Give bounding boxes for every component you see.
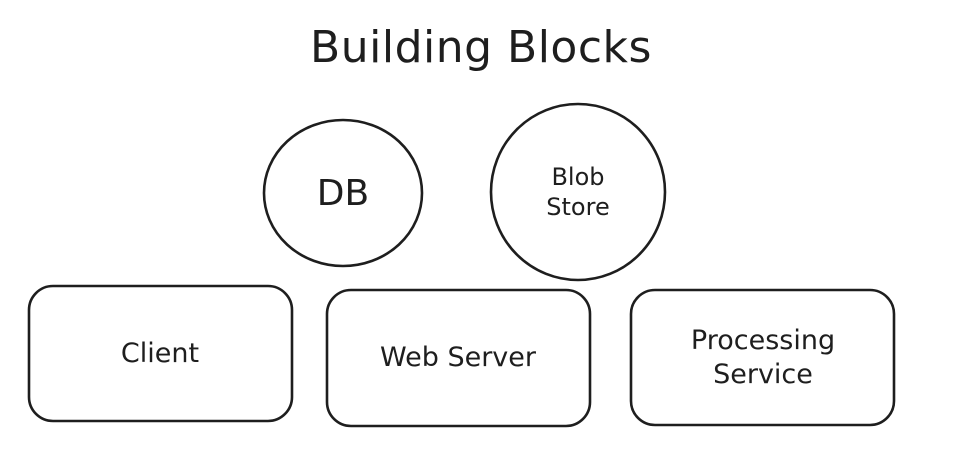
blob-store-label-line2: Store: [546, 193, 610, 221]
db-label-text: DB: [316, 172, 370, 214]
processing-service-node-label: Processing Service: [631, 290, 895, 426]
web-server-label-text: Web Server: [380, 342, 536, 374]
web-server-node-label: Web Server: [326, 290, 590, 426]
db-node-shape[interactable]: [262, 118, 424, 268]
blob-store-node-shape[interactable]: [489, 102, 667, 282]
client-node-shape[interactable]: [27, 284, 294, 423]
diagram-title: Building Blocks: [310, 22, 652, 73]
client-node-label: Client: [28, 286, 292, 422]
processing-service-label-line2: Service: [713, 359, 813, 390]
db-node-label: DB: [264, 120, 422, 266]
blob-store-label-line1: Blob: [551, 163, 605, 191]
blob-store-node-label: Blob Store: [490, 104, 666, 280]
processing-service-node-shape[interactable]: [629, 288, 896, 427]
client-label-text: Client: [120, 338, 200, 370]
processing-service-label-line1: Processing: [690, 325, 836, 357]
web-server-node-shape[interactable]: [325, 288, 592, 428]
